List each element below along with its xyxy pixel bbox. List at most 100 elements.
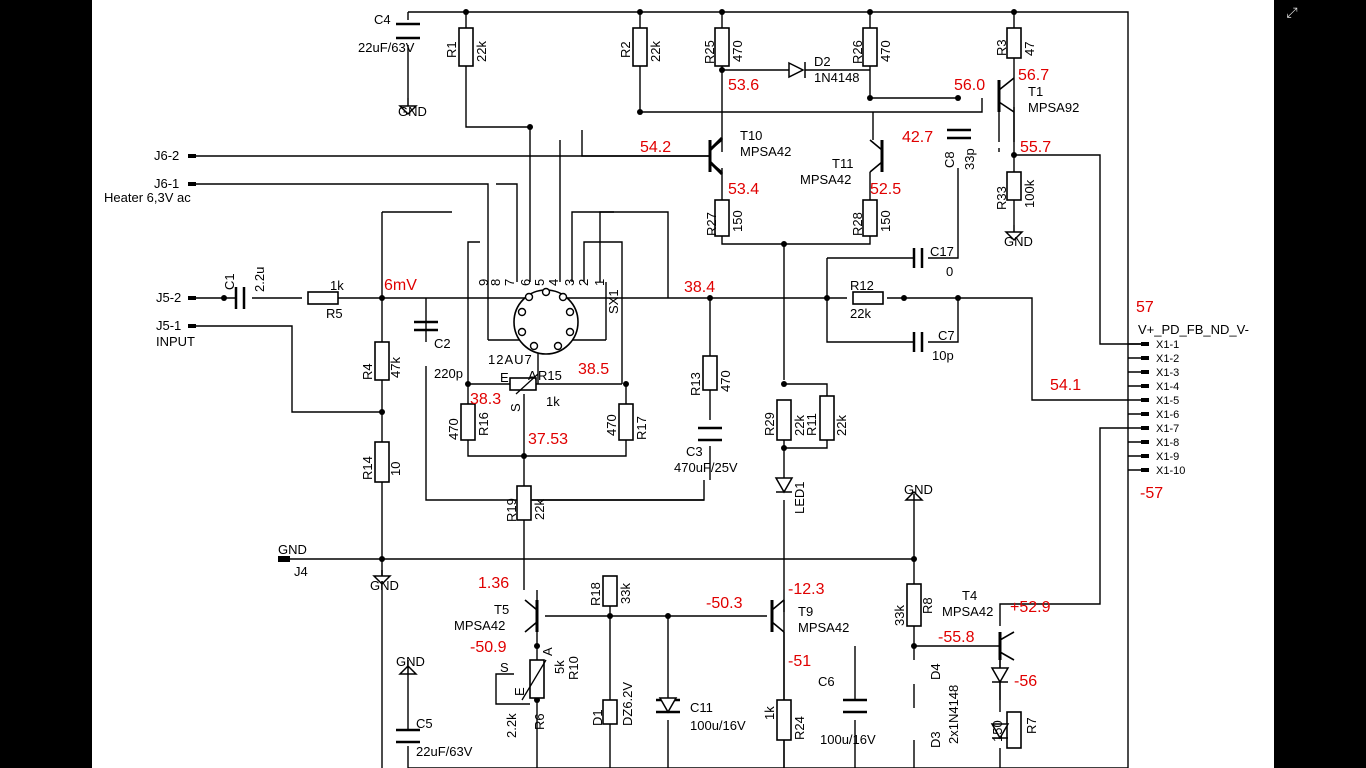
svg-text:GND: GND [278,542,307,557]
svg-text:-50.3: -50.3 [706,595,743,612]
svg-text:470: 470 [446,418,461,440]
junctions [221,9,1017,703]
svg-text:MPSA42: MPSA42 [798,620,849,635]
schematic-sheet: C4 22uF/63V GND R1 22k R2 22k R25 470 D2… [92,0,1274,768]
svg-text:56.0: 56.0 [954,77,985,94]
svg-text:37.53: 37.53 [528,431,568,448]
svg-text:-50.9: -50.9 [470,639,507,656]
svg-text:T9: T9 [798,604,813,619]
svg-text:R2: R2 [618,41,633,58]
svg-text:J5-2: J5-2 [156,290,181,305]
svg-text:SX1: SX1 [606,289,621,314]
ground-symbols [372,98,1024,675]
svg-text:57: 57 [1136,299,1154,316]
svg-text:47k: 47k [388,357,403,378]
svg-text:0: 0 [946,264,953,279]
svg-text:7: 7 [502,279,517,286]
svg-text:R1: R1 [444,41,459,58]
svg-text:54.1: 54.1 [1050,377,1081,394]
svg-text:2.2u: 2.2u [252,267,267,292]
svg-text:33p: 33p [962,148,977,170]
svg-text:12AU7: 12AU7 [488,352,533,367]
svg-text:J4: J4 [294,564,308,579]
svg-text:9: 9 [476,279,491,286]
svg-text:R7: R7 [1024,717,1039,734]
svg-text:A: A [540,647,555,656]
schematic-diagram: C4 22uF/63V GND R1 22k R2 22k R25 470 D2… [104,9,1249,768]
svg-text:C2: C2 [434,336,451,351]
svg-text:1: 1 [592,279,607,286]
svg-text:100k: 100k [1022,179,1037,208]
connector-pins [188,154,1149,562]
svg-text:1k: 1k [762,706,777,720]
wires [192,11,1145,768]
svg-text:1.36: 1.36 [478,575,509,592]
svg-text:R15: R15 [538,368,562,383]
resistors [307,27,1022,749]
svg-text:T5: T5 [494,602,509,617]
fullscreen-icon[interactable]: ⤢ [1286,4,1298,20]
svg-text:R33: R33 [994,186,1009,210]
svg-text:C8: C8 [942,151,957,168]
svg-text:55.7: 55.7 [1020,139,1051,156]
svg-text:2: 2 [576,279,591,286]
svg-text:X1-10: X1-10 [1156,465,1185,477]
svg-text:E: E [500,370,509,385]
svg-text:X1-9: X1-9 [1156,451,1179,463]
svg-text:100u/16V: 100u/16V [820,732,876,747]
svg-text:R6: R6 [532,713,547,730]
svg-text:C5: C5 [416,716,433,731]
svg-text:MPSA42: MPSA42 [942,604,993,619]
svg-text:47: 47 [1022,42,1037,56]
svg-text:6: 6 [518,279,533,286]
svg-text:+52.9: +52.9 [1010,599,1051,616]
svg-text:22uF/63V: 22uF/63V [358,40,415,55]
svg-text:Heater 6,3V ac: Heater 6,3V ac [104,190,191,205]
svg-text:10p: 10p [932,348,954,363]
svg-text:470: 470 [878,40,893,62]
svg-text:R27: R27 [704,212,719,236]
svg-text:38.4: 38.4 [684,279,715,296]
svg-text:2.2k: 2.2k [504,713,519,738]
svg-text:R13: R13 [688,372,703,396]
svg-text:R10: R10 [566,656,581,680]
svg-text:R4: R4 [360,363,375,380]
svg-text:E: E [512,687,527,696]
svg-text:R5: R5 [326,306,343,321]
svg-text:S: S [500,660,509,675]
svg-text:D4: D4 [928,663,943,680]
svg-text:6mV: 6mV [384,277,417,294]
svg-text:R18: R18 [588,582,603,606]
svg-text:D1: D1 [590,709,605,726]
svg-text:J6-2: J6-2 [154,148,179,163]
svg-text:53.4: 53.4 [728,181,759,198]
svg-text:-57: -57 [1140,485,1163,502]
svg-text:4: 4 [546,279,561,286]
svg-text:A: A [528,368,537,383]
svg-text:54.2: 54.2 [640,139,671,156]
svg-text:T11: T11 [832,156,853,171]
svg-text:C4: C4 [374,12,391,27]
svg-text:INPUT: INPUT [156,334,195,349]
svg-text:C3: C3 [686,444,703,459]
svg-text:C1: C1 [222,273,237,290]
svg-text:GND: GND [370,578,399,593]
svg-text:1N4148: 1N4148 [814,70,860,85]
capacitors [234,22,971,744]
svg-text:8: 8 [488,279,503,286]
transistors [524,77,1015,661]
svg-text:R12: R12 [850,278,874,293]
svg-text:X1-6: X1-6 [1156,409,1179,421]
svg-text:150: 150 [730,210,745,232]
svg-text:22k: 22k [532,499,547,520]
svg-text:D3: D3 [928,731,943,748]
diodes [658,61,1010,740]
svg-text:C17: C17 [930,244,954,259]
svg-text:S: S [508,403,523,412]
svg-text:100u/16V: 100u/16V [690,718,746,733]
svg-text:X1-5: X1-5 [1156,395,1179,407]
svg-text:X1-8: X1-8 [1156,437,1179,449]
svg-text:R25: R25 [702,40,717,64]
svg-text:-55.8: -55.8 [938,629,975,646]
svg-text:1k: 1k [330,278,344,293]
